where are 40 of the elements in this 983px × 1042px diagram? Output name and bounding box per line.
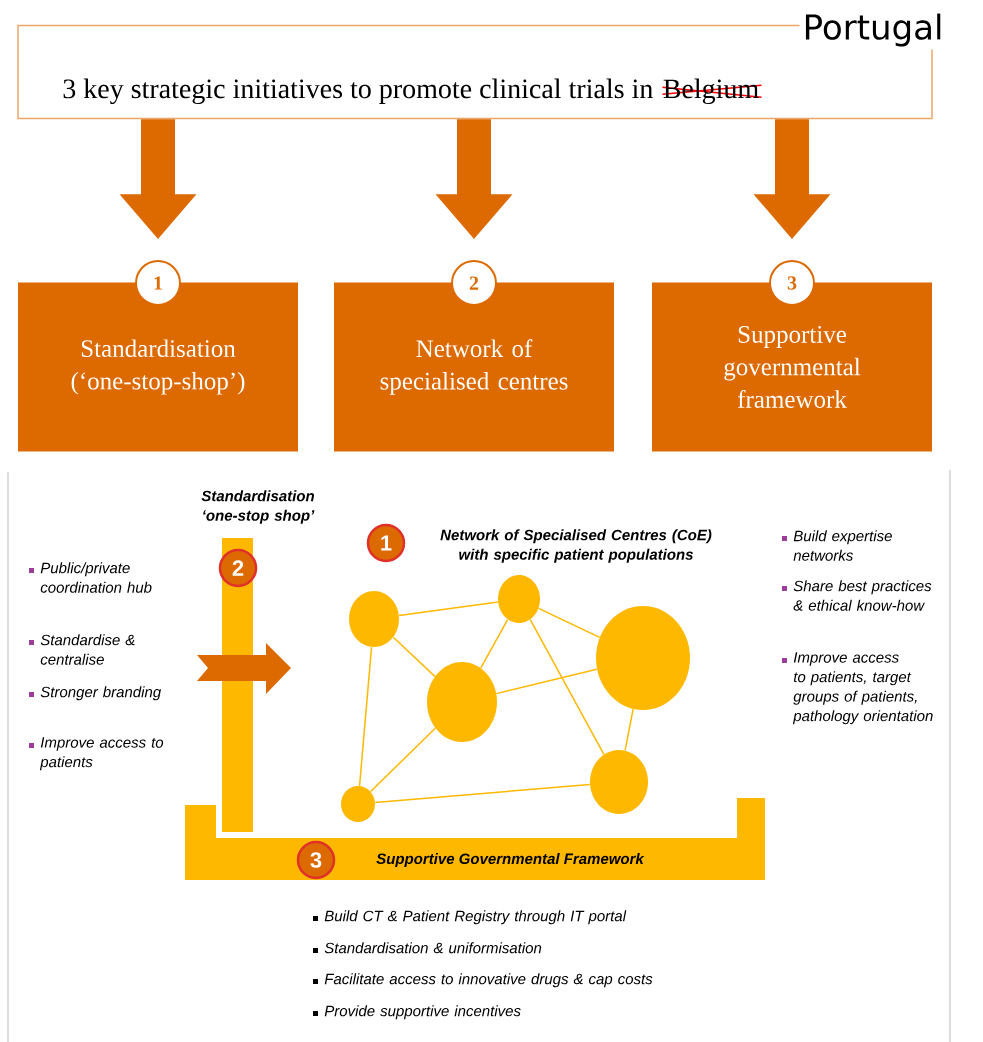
- bullet-text: Provide supportive incentives: [324, 1005, 521, 1020]
- connector: [480, 618, 509, 669]
- bullet-text: Improve access to patients, target groups of patients, pathology orientation: [792, 652, 933, 725]
- connector: [358, 646, 373, 787]
- bullet-text: Facilitate access to innovative drugs & cap costs: [324, 973, 653, 988]
- connector: [537, 607, 601, 639]
- bullet-text: Build expertise networks: [793, 530, 892, 561]
- connector: [369, 727, 436, 793]
- initiative-box: Standardisation (‘one-stop-shop’) 1: [18, 260, 298, 452]
- bullet-text: Standardise & centralise: [40, 634, 135, 665]
- number-badge: 2: [218, 548, 258, 588]
- number-badge: 3: [769, 260, 815, 306]
- bullet-text: Improve access to patients: [39, 737, 164, 771]
- connector: [398, 601, 499, 617]
- bullet-text: Public/private coordination hub: [40, 562, 152, 593]
- connector: [495, 668, 598, 695]
- network-circle: [427, 662, 497, 742]
- network-circle: [590, 750, 648, 814]
- bullet-text: Build CT & Patient Registry through IT portal: [324, 910, 627, 925]
- connector: [374, 783, 591, 804]
- number-badge: 1: [135, 260, 181, 306]
- number-badge: 3: [296, 840, 336, 880]
- initiative-box: Supportive governmental framework 3: [652, 260, 932, 452]
- number-badge: 1: [366, 523, 406, 563]
- initiative-box: Network of specialised centres 2: [334, 260, 614, 452]
- bullet-text: Share best practices & ethical know-how: [793, 580, 932, 611]
- connector: [624, 708, 634, 752]
- number-badge: 2: [451, 260, 497, 306]
- network-circle: [341, 786, 375, 822]
- network-circle: [349, 591, 399, 647]
- bullet-text: Stronger branding: [40, 686, 161, 701]
- handwritten-word: Portugal: [799, 10, 947, 50]
- network-circle: [596, 606, 690, 710]
- network-circle: [498, 575, 540, 623]
- connector: [392, 636, 436, 678]
- bar-caption: Supportive Governmental Framework: [376, 853, 645, 867]
- bar-heading: Standardisation ‘one-stop shop’: [201, 490, 315, 524]
- bullet-text: Standardisation & uniformisation: [324, 942, 542, 954]
- connector: [529, 618, 605, 756]
- network-heading: Network of Specialised Centres (CoE) with specific patient populations: [440, 529, 712, 563]
